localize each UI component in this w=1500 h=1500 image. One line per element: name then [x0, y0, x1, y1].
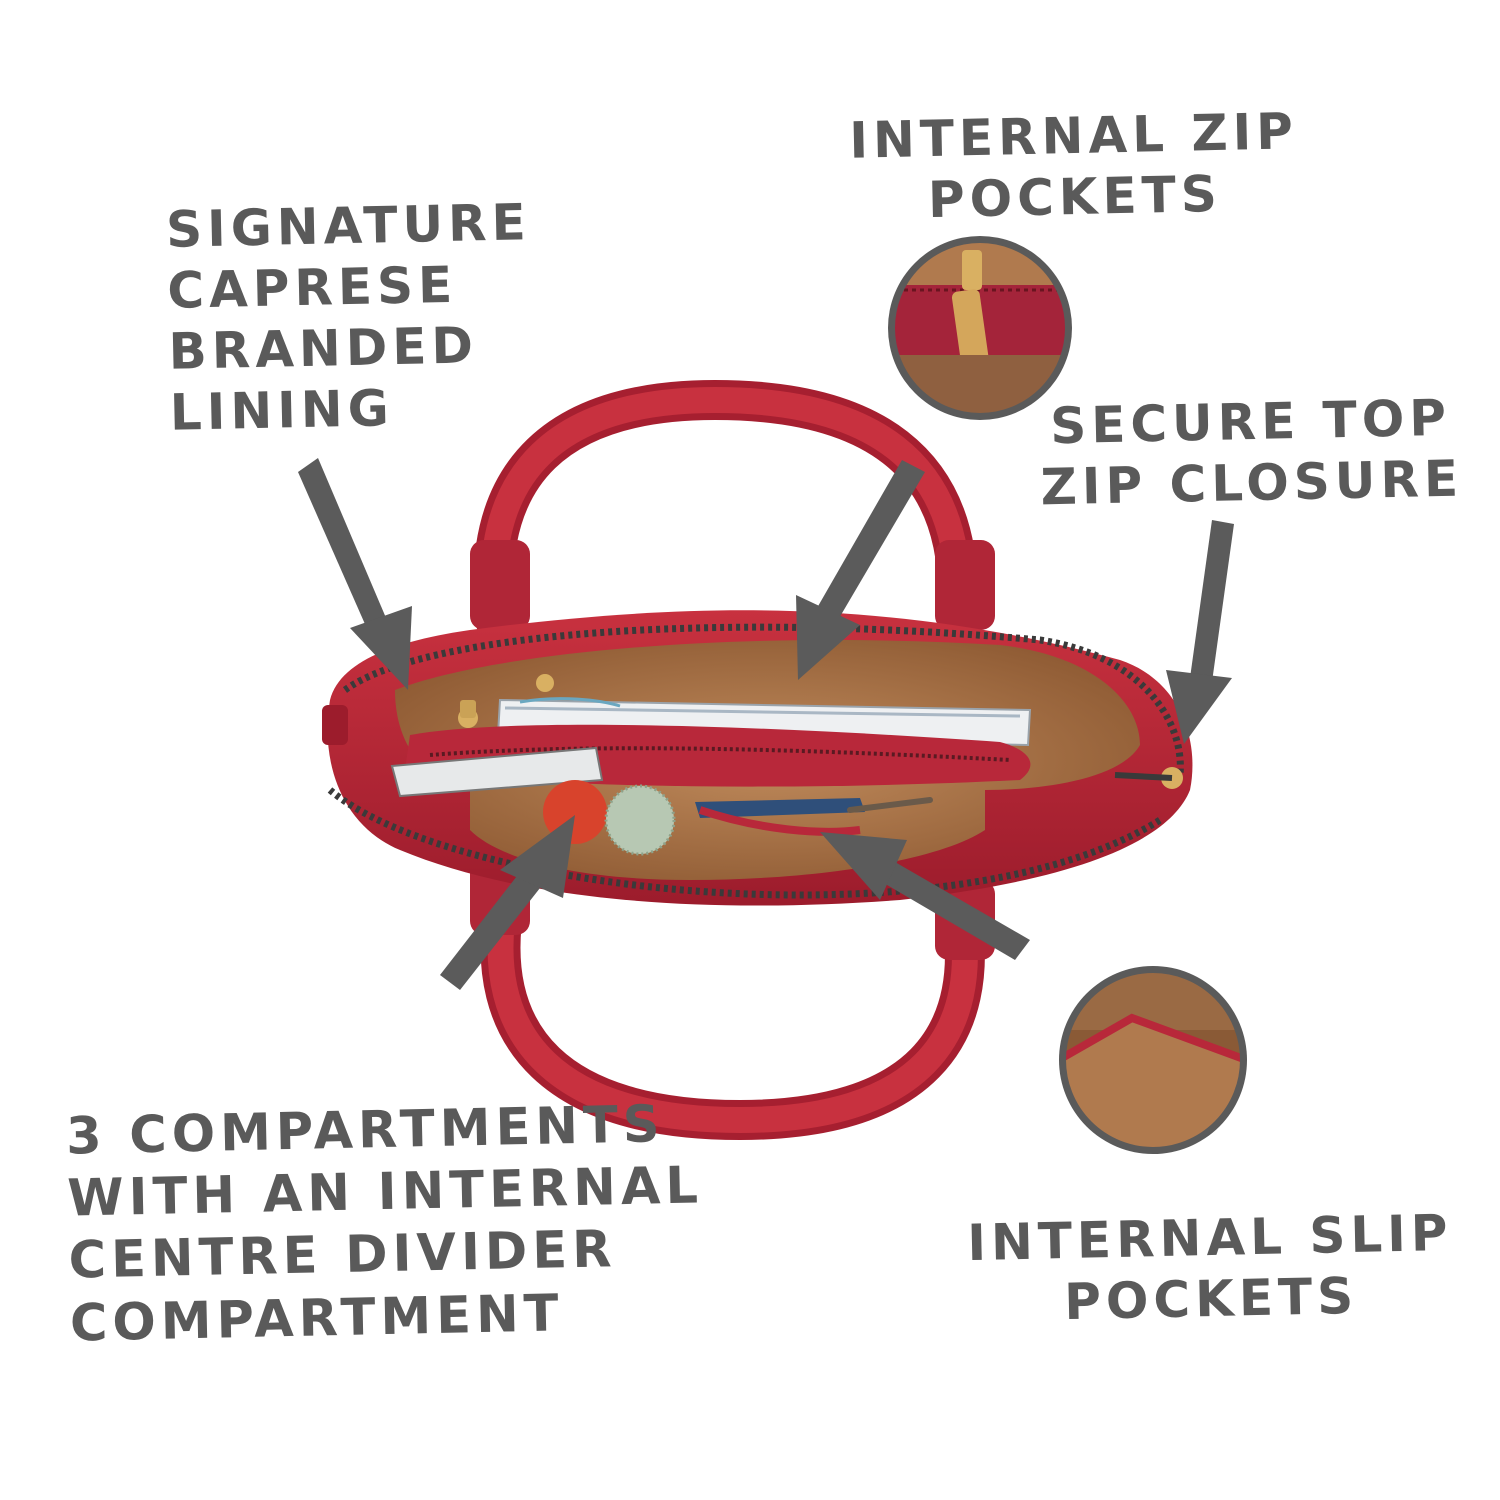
label-line: SIGNATURE	[165, 193, 532, 259]
bag-handle-top	[470, 379, 995, 640]
zipper-pull	[1114, 767, 1183, 789]
label-line: BRANDED	[168, 316, 479, 381]
label-line: INTERNAL SLIP	[966, 1203, 1454, 1273]
arrow-compartments	[440, 815, 575, 990]
arrow-lining	[298, 458, 412, 690]
phone	[390, 746, 604, 798]
label-line: INTERNAL ZIP	[848, 102, 1299, 170]
arrow-zip-pockets	[796, 460, 925, 680]
label-internal-slip-pockets: INTERNAL SLIP POCKETS	[967, 1203, 1455, 1335]
slip-pocket-closeup-icon	[1059, 966, 1247, 1154]
label-line: POCKETS	[927, 164, 1223, 230]
label-compartments: 3 COMPARTMENTS WITH AN INTERNAL CENTRE D…	[65, 1093, 706, 1355]
bag-handle-bottom	[470, 855, 995, 1141]
label-line: POCKETS	[1063, 1266, 1359, 1332]
label-internal-zip-pockets: INTERNAL ZIP POCKETS	[849, 101, 1300, 232]
label-signature-lining: SIGNATURE CAPRESE BRANDED LINING	[165, 192, 535, 444]
label-line: CENTRE DIVIDER	[68, 1220, 618, 1292]
label-line: COMPARTMENT	[69, 1283, 565, 1354]
arrow-slip-pockets	[820, 832, 1030, 960]
label-line: ZIP CLOSURE	[1040, 449, 1464, 517]
zip-pull-closeup-icon	[888, 236, 1072, 420]
arrow-top-zip	[1166, 520, 1234, 744]
label-line: CAPRESE	[166, 255, 458, 320]
front-compartment-items	[543, 780, 933, 856]
label-secure-top-zip: SECURE TOP ZIP CLOSURE	[1039, 388, 1464, 519]
label-line: LINING	[169, 379, 395, 442]
label-line: SECURE TOP	[1049, 388, 1452, 456]
